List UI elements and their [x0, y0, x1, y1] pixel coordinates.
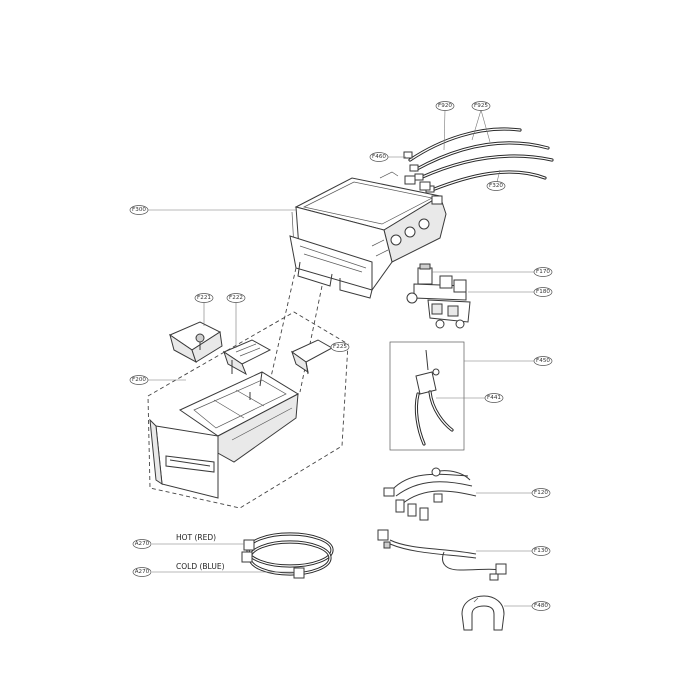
callout-f222: F222: [226, 293, 246, 303]
svg-text:F450: F450: [536, 358, 550, 364]
svg-text:F130: F130: [534, 548, 548, 554]
harness-b: [377, 529, 507, 581]
svg-text:F180: F180: [536, 289, 550, 295]
svg-text:F170: F170: [536, 269, 550, 275]
callout-a270-hot: A270: [132, 539, 152, 549]
drawer-group-outline: [147, 311, 349, 509]
water-valve-assy: [406, 263, 471, 329]
inlet-hoses-supply: [241, 532, 334, 579]
dispenser-drawer: [149, 371, 300, 499]
hose-clamp: [461, 595, 505, 631]
svg-text:F225: F225: [333, 344, 347, 350]
cold-label: COLD (BLUE): [176, 562, 225, 571]
callout-a270-cold: A270: [132, 567, 152, 577]
callout-f441: F441: [484, 393, 504, 403]
svg-text:F920: F920: [438, 103, 452, 109]
svg-text:F460: F460: [372, 154, 386, 160]
svg-text:F300: F300: [132, 207, 146, 213]
bleach-cap: [291, 339, 334, 375]
callout-f120: F120: [531, 488, 551, 498]
callout-f320: F320: [486, 181, 506, 191]
svg-text:A270: A270: [135, 569, 150, 575]
svg-text:F200: F200: [132, 377, 146, 383]
callout-f450: F450: [533, 356, 553, 366]
callout-f170: F170: [533, 267, 553, 277]
svg-text:F221: F221: [197, 295, 211, 301]
pressure-switch-assy: [389, 341, 465, 451]
harness-a: [383, 467, 477, 521]
inlet-hoses-group: [403, 127, 554, 193]
svg-text:F120: F120: [534, 490, 548, 496]
siphon-cap: [168, 321, 223, 364]
callout-f925: F925: [471, 101, 491, 111]
hot-label: HOT (RED): [176, 533, 216, 542]
callout-f221: F221: [194, 293, 214, 303]
dispenser-housing: [289, 171, 447, 299]
svg-text:F480: F480: [534, 603, 548, 609]
pressure-assy-frame: [389, 341, 465, 451]
svg-text:F925: F925: [474, 103, 488, 109]
callout-f180: F180: [533, 287, 553, 297]
callout-f480: F480: [531, 601, 551, 611]
guide-line-2: [299, 285, 323, 393]
callout-f130: F130: [531, 546, 551, 556]
callout-f200: F200: [129, 375, 149, 385]
svg-text:F441: F441: [487, 395, 501, 401]
callout-f460: F460: [369, 152, 389, 162]
svg-text:F320: F320: [489, 183, 503, 189]
callout-f920: F920: [435, 101, 455, 111]
callout-f225: F225: [330, 342, 350, 352]
softener-cap: [222, 339, 272, 376]
leader-lines: [148, 109, 534, 607]
callout-f300: F300: [129, 205, 149, 215]
svg-text:A270: A270: [135, 541, 150, 547]
guide-line-1: [267, 267, 297, 391]
svg-text:F222: F222: [229, 295, 243, 301]
